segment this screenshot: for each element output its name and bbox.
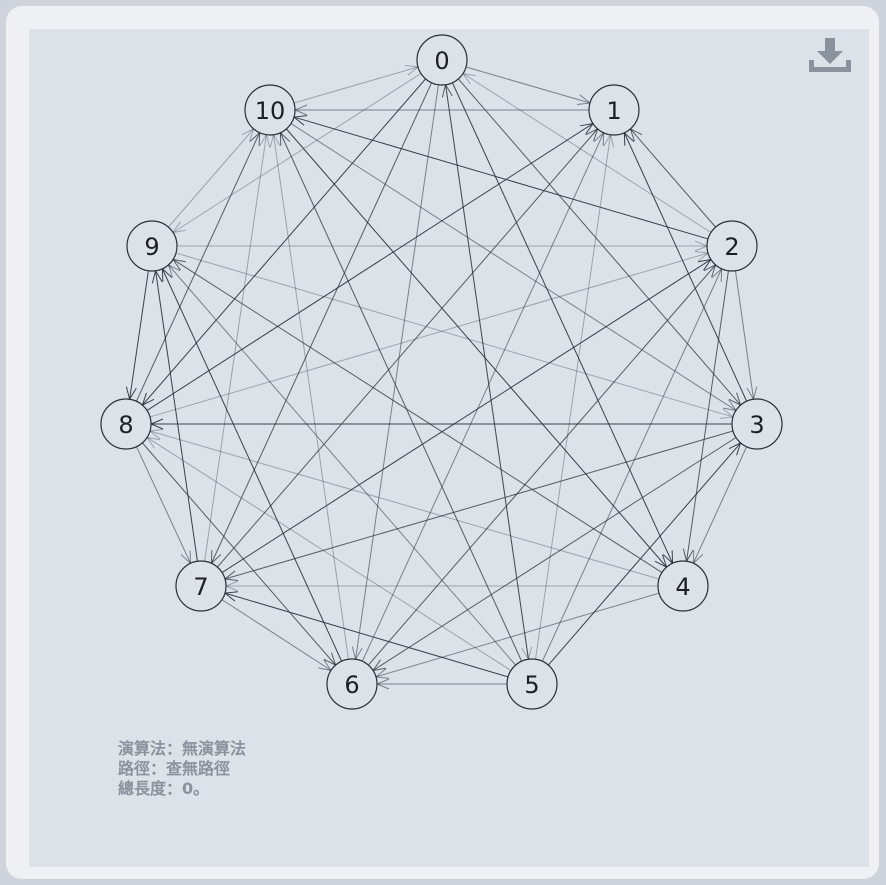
node-label: 3: [749, 411, 764, 439]
app-frame: [6, 6, 879, 879]
edge-8-1: [146, 122, 595, 411]
node-label: 0: [434, 47, 449, 75]
edge-5-10: [279, 131, 523, 662]
node-circle: [588, 84, 640, 136]
edges-layer: [125, 65, 758, 690]
edge-2-3: [734, 270, 758, 401]
node-label: 9: [144, 233, 159, 261]
edge-4-9: [171, 258, 663, 573]
info-panel: 演算法：無演算法 路徑：查無路徑 總長度：0。: [118, 739, 246, 799]
node-9[interactable]: 9: [126, 220, 178, 272]
nodes-layer: 0 1 2 3 4 5 6 7 8 9 10: [100, 34, 783, 710]
node-circle: [506, 658, 558, 710]
node-10[interactable]: 10: [244, 84, 296, 136]
node-3[interactable]: 3: [731, 398, 783, 450]
edge-2-10: [292, 115, 709, 240]
node-circle: [244, 84, 296, 136]
edge-10-3: [290, 123, 738, 412]
node-circle: [100, 398, 152, 450]
node-circle: [175, 560, 227, 612]
download-icon: [809, 38, 851, 72]
node-circle: [416, 34, 468, 86]
edge-7-9: [151, 269, 198, 562]
edge-9-2: [177, 240, 709, 252]
edge-8-2: [149, 251, 710, 418]
edge-0-9: [171, 73, 422, 234]
edge-2-1: [629, 127, 716, 228]
node-label: 8: [118, 411, 133, 439]
edge-8-7: [136, 446, 192, 565]
edge-9-10: [168, 127, 255, 228]
edge-6-1: [361, 131, 605, 662]
edge-7-1: [217, 127, 599, 568]
total-length-text: 總長度：0。: [118, 779, 210, 798]
edge-7-10: [204, 133, 271, 562]
edge-2-4: [682, 270, 729, 563]
edge-4-7: [224, 580, 658, 592]
edge-3-8: [149, 418, 732, 430]
node-5[interactable]: 5: [506, 658, 558, 710]
edge-5-6: [375, 678, 507, 690]
edge-10-4: [286, 128, 668, 569]
edge-9-3: [175, 252, 735, 419]
edge-5-8: [145, 436, 512, 671]
edge-0-7: [210, 82, 433, 565]
edge-3-7: [223, 430, 734, 581]
edge-1-10: [293, 104, 589, 116]
node-label: 1: [606, 97, 621, 125]
edge-0-4: [451, 82, 674, 565]
path-text: 路徑：查無路徑: [118, 759, 231, 778]
node-circle: [706, 220, 758, 272]
edge-0-1: [465, 66, 592, 105]
node-label: 6: [344, 671, 359, 699]
edge-10-0: [293, 65, 420, 104]
node-circle: [731, 398, 783, 450]
edge-2-0: [461, 72, 712, 233]
algorithm-text: 演算法：無演算法: [118, 739, 247, 758]
edge-7-6: [221, 599, 333, 672]
node-6[interactable]: 6: [326, 658, 378, 710]
edge-3-4: [692, 446, 748, 565]
node-2[interactable]: 2: [706, 220, 758, 272]
node-8[interactable]: 8: [100, 398, 152, 450]
node-1[interactable]: 1: [588, 84, 640, 136]
node-label: 7: [193, 573, 208, 601]
download-button[interactable]: [806, 36, 854, 76]
node-4[interactable]: 4: [657, 560, 709, 612]
graph-canvas: [29, 29, 869, 867]
node-label: 2: [724, 233, 739, 261]
node-circle: [126, 220, 178, 272]
node-label: 10: [255, 97, 286, 125]
edge-9-8: [125, 270, 149, 401]
node-circle: [326, 658, 378, 710]
node-label: 5: [524, 671, 539, 699]
edge-7-2: [221, 258, 713, 573]
node-7[interactable]: 7: [175, 560, 227, 612]
node-circle: [657, 560, 709, 612]
node-0[interactable]: 0: [416, 34, 468, 86]
node-label: 4: [675, 573, 690, 601]
edge-5-0: [441, 83, 529, 660]
